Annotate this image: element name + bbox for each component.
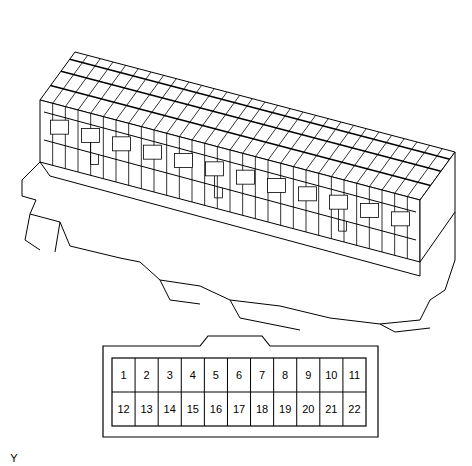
terminal-block bbox=[206, 162, 224, 176]
stroke bbox=[230, 150, 231, 212]
pin-number: 19 bbox=[279, 403, 291, 415]
stroke bbox=[204, 143, 205, 205]
stroke bbox=[255, 157, 256, 219]
terminal-block bbox=[175, 154, 193, 168]
pin-number: 5 bbox=[213, 369, 219, 381]
pin-number: 15 bbox=[187, 403, 199, 415]
pin-number: 11 bbox=[349, 369, 360, 381]
harness-tab bbox=[215, 176, 223, 198]
stroke bbox=[44, 140, 416, 240]
cell-lines bbox=[44, 55, 450, 258]
harness-tab bbox=[91, 143, 99, 165]
pin-number: 17 bbox=[233, 403, 245, 415]
stroke bbox=[250, 358, 251, 426]
stroke bbox=[128, 123, 129, 185]
pin-number: 3 bbox=[167, 369, 173, 381]
stroke bbox=[342, 358, 343, 426]
stroke bbox=[356, 183, 357, 245]
stroke bbox=[296, 358, 297, 426]
stroke bbox=[227, 358, 228, 426]
terminal-block bbox=[51, 120, 69, 134]
stroke bbox=[318, 173, 319, 235]
pin-grid bbox=[135, 358, 343, 426]
stroke bbox=[344, 180, 345, 242]
terminal-block bbox=[113, 137, 131, 151]
terminal-block bbox=[330, 195, 348, 209]
stroke bbox=[70, 59, 450, 159]
pin-number: 21 bbox=[325, 403, 337, 415]
pin-number: 9 bbox=[305, 369, 311, 381]
stroke bbox=[158, 358, 159, 426]
stroke bbox=[192, 140, 193, 202]
pin-number: 16 bbox=[210, 403, 222, 415]
stroke bbox=[103, 117, 104, 179]
harness-tab bbox=[339, 209, 347, 231]
stroke bbox=[135, 358, 136, 426]
terminal-block bbox=[268, 179, 286, 193]
pin-number: 13 bbox=[141, 403, 153, 415]
pin-number: 10 bbox=[325, 369, 337, 381]
stroke bbox=[141, 127, 142, 189]
stroke bbox=[51, 86, 431, 186]
terminal-block bbox=[237, 170, 255, 184]
stroke bbox=[382, 190, 383, 252]
pin-number: 20 bbox=[302, 403, 314, 415]
stroke bbox=[204, 358, 205, 426]
stroke bbox=[78, 110, 79, 172]
stroke bbox=[319, 358, 320, 426]
pin-number: 4 bbox=[190, 369, 196, 381]
stroke bbox=[65, 107, 66, 169]
battery-pack bbox=[22, 52, 455, 332]
terminal-block bbox=[392, 212, 410, 226]
pin-number: 14 bbox=[164, 403, 176, 415]
stroke bbox=[61, 71, 441, 171]
stroke bbox=[217, 147, 218, 209]
terminal-block bbox=[299, 187, 317, 201]
pin-number: 12 bbox=[117, 403, 129, 415]
terminal-block bbox=[82, 129, 100, 143]
pin-number: 1 bbox=[120, 369, 126, 381]
view-letter: Y bbox=[10, 452, 17, 464]
stroke bbox=[407, 197, 408, 259]
terminal-block bbox=[361, 204, 379, 218]
stroke bbox=[44, 112, 416, 212]
stroke bbox=[154, 130, 155, 192]
stroke bbox=[181, 358, 182, 426]
pin-number: 6 bbox=[236, 369, 242, 381]
stroke bbox=[166, 133, 167, 195]
pin-number: 22 bbox=[348, 403, 360, 415]
pin-number: 2 bbox=[144, 369, 150, 381]
stroke bbox=[293, 167, 294, 229]
stroke bbox=[273, 358, 274, 426]
pin-number: 18 bbox=[256, 403, 268, 415]
connector-outline bbox=[103, 336, 378, 437]
terminal-block bbox=[144, 145, 162, 159]
stroke bbox=[280, 163, 281, 225]
pin-number: 7 bbox=[259, 369, 265, 381]
pin-number: 8 bbox=[282, 369, 288, 381]
